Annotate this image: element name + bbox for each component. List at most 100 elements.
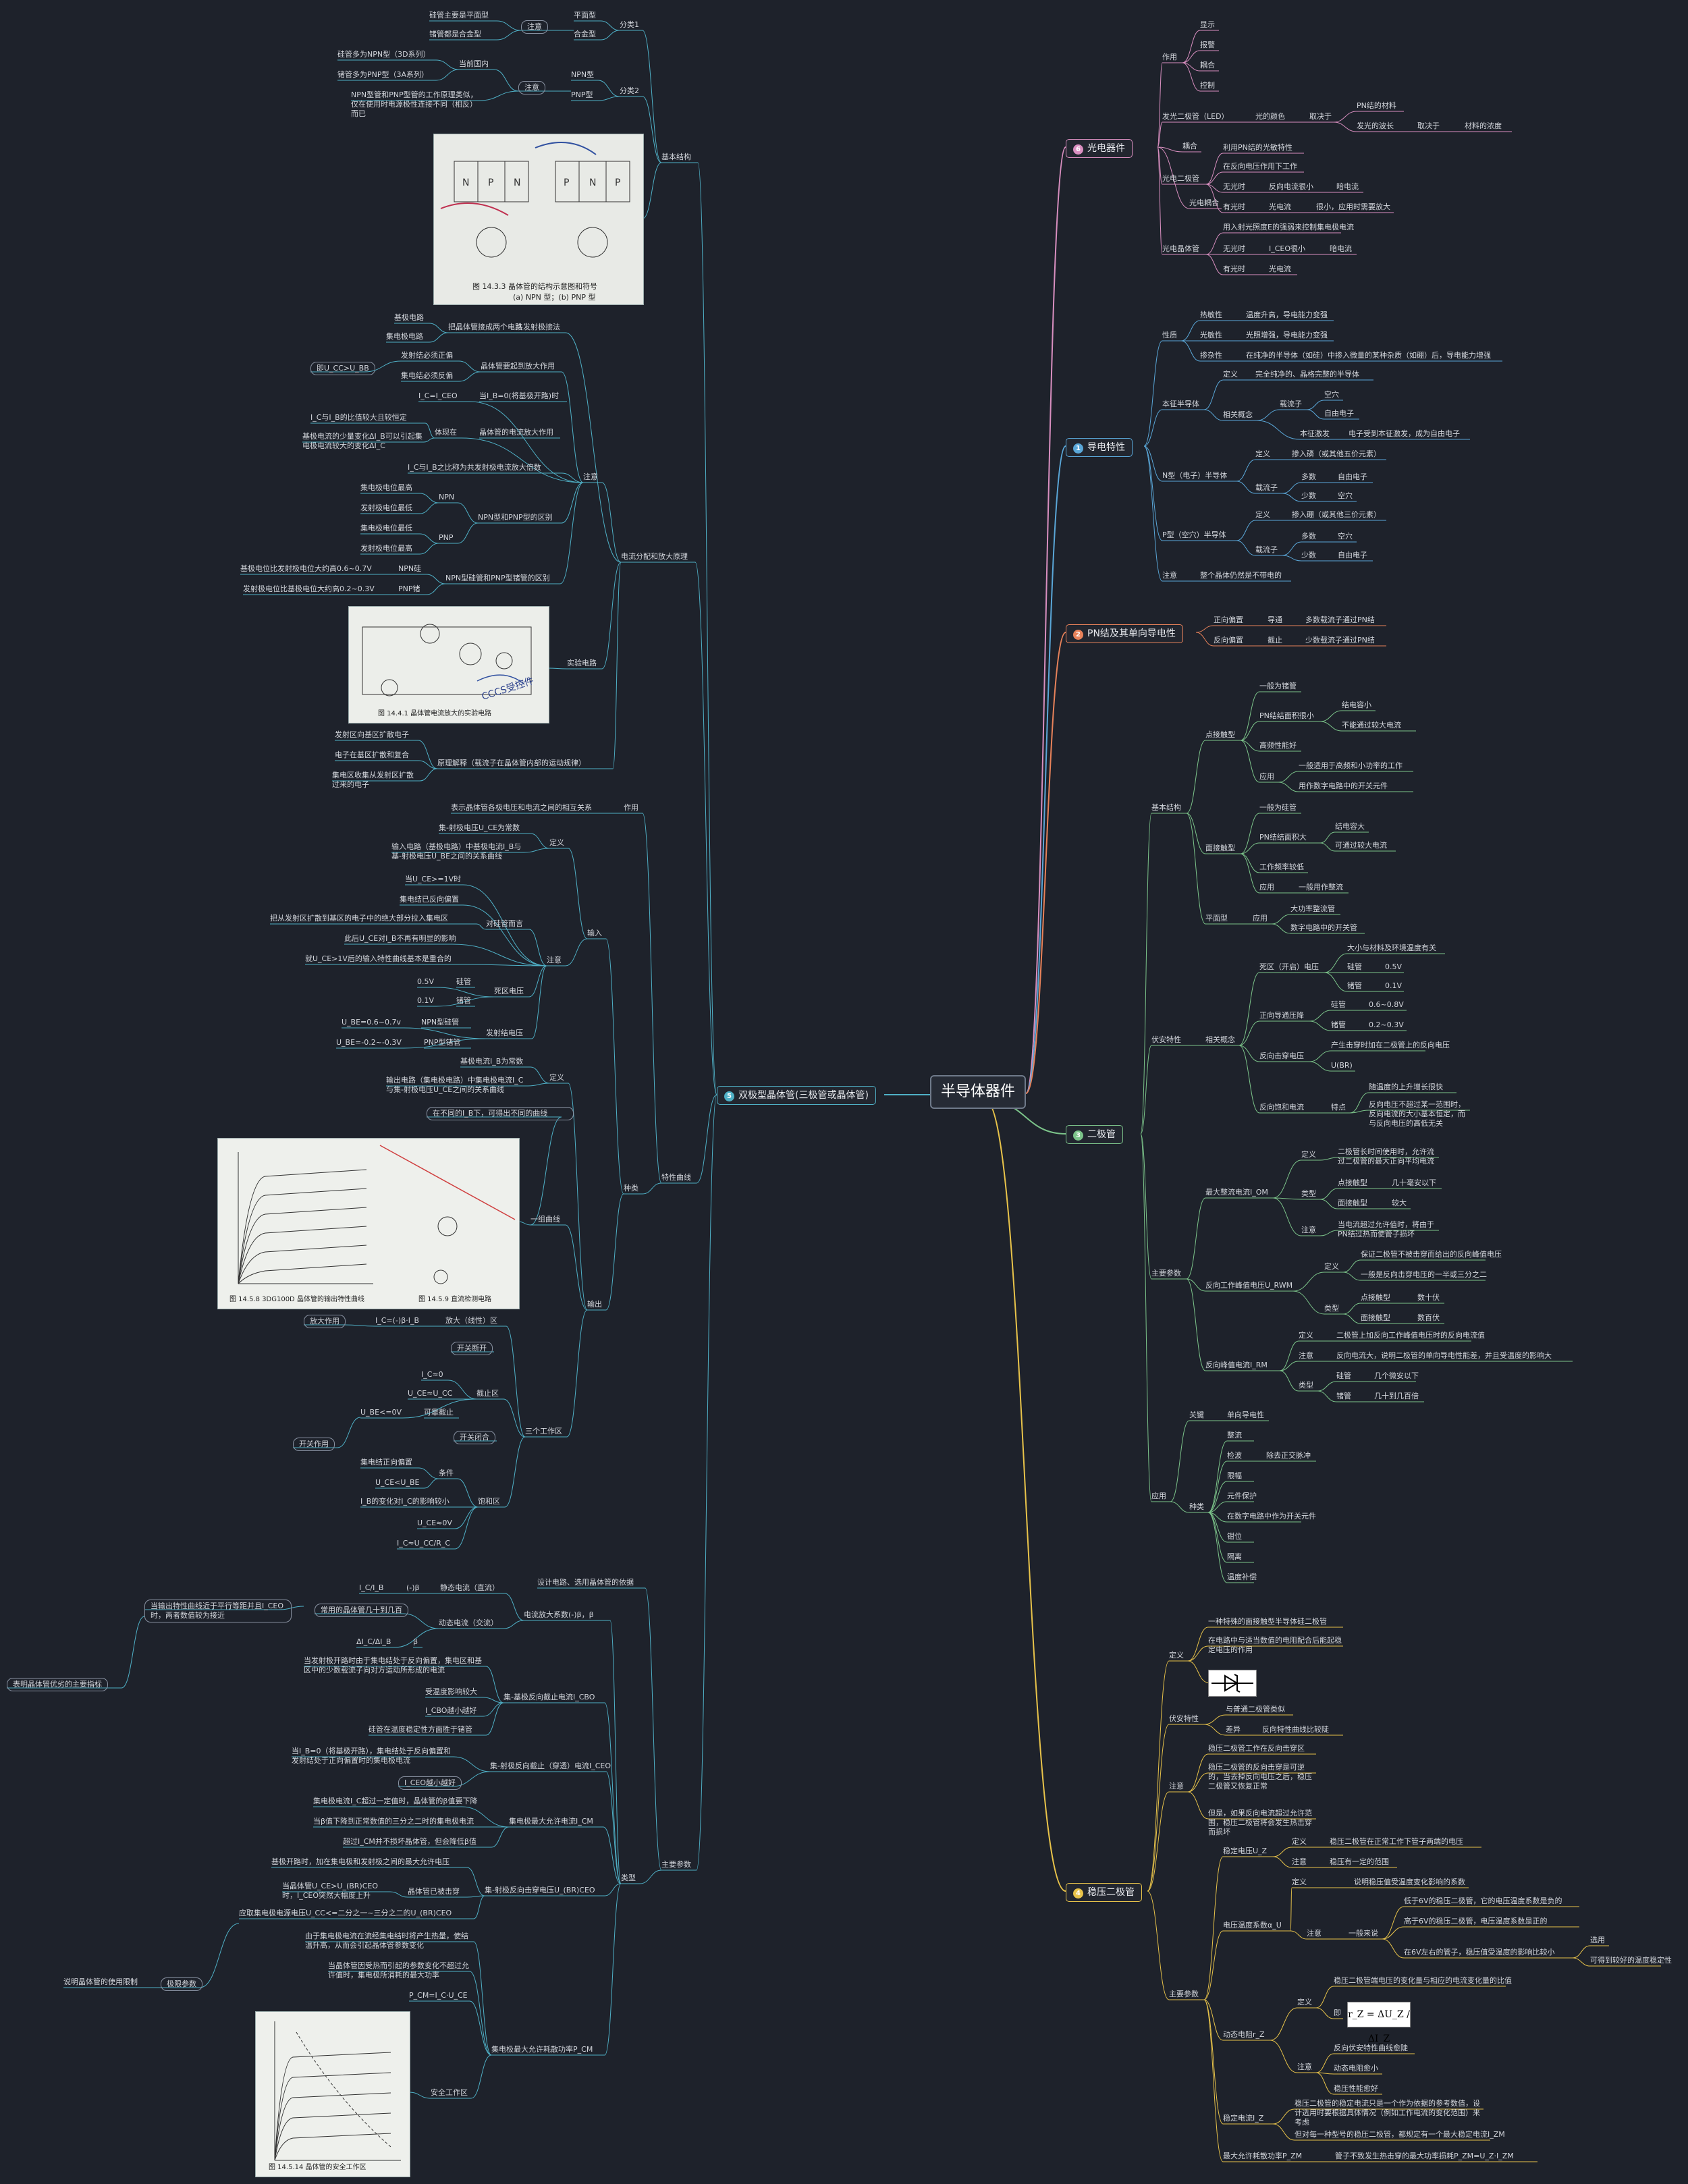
node-er-mc[interactable]: 面接触型 bbox=[1205, 844, 1235, 852]
node-san-sr_dy1[interactable]: 集-射极电压U_CE为常数 bbox=[439, 823, 520, 832]
node-dao-bzjf1[interactable]: 电子受到本征激发，成为自由电子 bbox=[1349, 429, 1460, 438]
node-san-bh21[interactable]: 集电结正向偏置 bbox=[360, 1458, 412, 1467]
node-er-sg[interactable]: 硅管 bbox=[1347, 962, 1362, 971]
node-san-sq11[interactable]: 硅管 bbox=[456, 977, 471, 986]
node-san-sc_dy1[interactable]: 基极电流I_B为常数 bbox=[460, 1057, 524, 1066]
node-guang-wg2[interactable]: 暗电流 bbox=[1336, 182, 1359, 191]
root-node[interactable]: 半导体器件 bbox=[930, 1075, 1027, 1109]
node-dao-pd[interactable]: 多数 bbox=[1301, 532, 1316, 541]
node-san-icbo2[interactable]: 受温度影响较大 bbox=[425, 1687, 477, 1696]
node-dao-c[interactable]: 掺杂性 bbox=[1200, 351, 1222, 360]
node-er-zl5[interactable]: 在数字电路中作为开关元件 bbox=[1227, 1512, 1316, 1521]
node-er-fg_lx11[interactable]: 数十伏 bbox=[1417, 1293, 1440, 1302]
node-er-mc2[interactable]: PN结结面积大 bbox=[1259, 833, 1307, 842]
node-san-dz[interactable]: 体现在 bbox=[435, 428, 457, 437]
node-er-pm1[interactable]: 应用 bbox=[1253, 914, 1268, 923]
node-wen-fa1[interactable]: 与普通二极管类似 bbox=[1226, 1705, 1285, 1714]
node-san-lx[interactable]: 类型 bbox=[621, 1874, 636, 1882]
node-er-dc21[interactable]: 结电容小 bbox=[1342, 701, 1371, 709]
node-san-ic[interactable]: I_C=I_CEO bbox=[418, 391, 458, 400]
node-san-icbo[interactable]: 集-基极反向截止电流I_CBO bbox=[503, 1693, 595, 1701]
node-er-gj1[interactable]: 单向导电性 bbox=[1227, 1411, 1264, 1419]
node-dao-nd1[interactable]: 自由电子 bbox=[1338, 472, 1367, 481]
node-san-icbo1[interactable]: 当发射极开路时由于集电结处于反向偏置，集电区和基区中的少数载流子向对方运动所形成… bbox=[304, 1656, 482, 1674]
node-er-zd_dy1[interactable]: 二极管长时间使用时，允许流过二极管的最大正向平均电流 bbox=[1338, 1147, 1434, 1166]
node-er-zl4[interactable]: 元件保护 bbox=[1227, 1492, 1257, 1500]
node-san-pcm1[interactable]: 由于集电极电流在流经集电结时将产生热量，使结温升高，从而会引起晶体管参数变化 bbox=[305, 1932, 468, 1950]
node-san-gsj11[interactable]: 基极电路 bbox=[394, 313, 424, 322]
node-wen-dz2[interactable]: 注意 bbox=[1297, 2063, 1312, 2071]
node-san-ubr1[interactable]: 基极开路时，加在集电极和发射极之间的最大允许电压 bbox=[271, 1857, 450, 1866]
node-san-fl2a[interactable]: NPN型 bbox=[571, 70, 595, 79]
node-san-sy[interactable]: 实验电路 bbox=[567, 659, 597, 667]
node-san-sr_zy5[interactable]: 就U_CE>1V后的输入特性曲线基本是重合的 bbox=[305, 954, 452, 963]
node-er-pm12[interactable]: 数字电路中的开关管 bbox=[1290, 923, 1357, 932]
node-wen-fa21[interactable]: 反向特性曲线比较陡 bbox=[1262, 1725, 1329, 1734]
node-pn-zx1[interactable]: 导通 bbox=[1268, 616, 1282, 624]
node-er-zd_lx2[interactable]: 面接触型 bbox=[1338, 1199, 1367, 1207]
node-guang-gdoh[interactable]: 光电耦合 bbox=[1189, 198, 1219, 207]
node-san-pnp[interactable]: PNP bbox=[439, 533, 454, 542]
node-wen-dz11[interactable]: 稳压二极管端电压的变化量与相应的电流变化量的比值 bbox=[1334, 1976, 1512, 1985]
node-san-dba[interactable]: 对硅管而言 bbox=[486, 919, 523, 928]
node-dao-dy[interactable]: 定义 bbox=[1223, 370, 1238, 379]
node-san-jz[interactable]: 截止区 bbox=[477, 1389, 499, 1398]
node-san-sq2[interactable]: 0.1V bbox=[417, 996, 435, 1005]
node-san-zy11[interactable]: 硅管主要是平面型 bbox=[429, 11, 489, 20]
node-er-zl6[interactable]: 钳位 bbox=[1227, 1532, 1242, 1541]
node-er-ff[interactable]: 反向峰值电流I_RM bbox=[1205, 1361, 1268, 1369]
node-er-zl7[interactable]: 隔离 bbox=[1227, 1552, 1242, 1561]
node-san-icm1[interactable]: 集电极电流I_C超过一定值时，晶体管的β值要下降 bbox=[313, 1797, 478, 1805]
node-dao-g[interactable]: 光敏性 bbox=[1200, 331, 1222, 339]
node-dao-c1[interactable]: 在纯净的半导体（如硅）中掺入微量的某种杂质（如硼）后，导电能力增强 bbox=[1246, 351, 1491, 360]
node-san-sq1[interactable]: 0.5V bbox=[417, 977, 435, 986]
node-san-gsj[interactable]: 共发射极接法 bbox=[516, 323, 560, 331]
node-guang-z2[interactable]: 报警 bbox=[1200, 40, 1215, 49]
node-wen-xs22[interactable]: 选用 bbox=[1590, 1936, 1605, 1944]
node-san-jxcs[interactable]: 极限参数 bbox=[161, 1977, 202, 1991]
node-san-gsj1[interactable]: 把晶体管接成两个电路 bbox=[448, 323, 522, 331]
node-guang-pt[interactable]: 光电晶体管 bbox=[1162, 244, 1199, 253]
node-san-icbo3[interactable]: I_CBO越小越好 bbox=[425, 1706, 477, 1715]
node-san-beta[interactable]: I_C与I_B之比称为共发射极电流放大倍数 bbox=[408, 463, 541, 472]
node-wen-dy1[interactable]: 一种特殊的面接触型半导体硅二极管 bbox=[1208, 1617, 1327, 1626]
node-dao-ps[interactable]: 少数 bbox=[1301, 551, 1316, 559]
node-san-iceo2[interactable]: I_CEO越小越好 bbox=[398, 1776, 462, 1790]
node-er-fg_lx2[interactable]: 面接触型 bbox=[1361, 1313, 1390, 1322]
node-er-td1[interactable]: 随温度的上升增长很快 bbox=[1369, 1083, 1443, 1091]
node-er-fxjc[interactable]: 反向击穿电压 bbox=[1259, 1052, 1304, 1060]
node-dao-bzjf[interactable]: 本征激发 bbox=[1300, 429, 1330, 438]
node-san-zy1[interactable]: 注意 bbox=[521, 20, 548, 34]
node-san-jt_1[interactable]: 静态电流（直流） bbox=[440, 1583, 499, 1592]
node-er-gj[interactable]: 关键 bbox=[1189, 1411, 1204, 1419]
node-san-zy_t[interactable]: 作用 bbox=[624, 803, 638, 812]
node-san-dz11[interactable]: I_C与I_B的比值较大且较恒定 bbox=[310, 413, 407, 422]
node-er-dc41[interactable]: 一般适用于高频和小功率的工作 bbox=[1299, 761, 1403, 770]
node-san-jz4[interactable]: U_BE<=0V bbox=[360, 1408, 402, 1417]
node-er-fg_dy[interactable]: 定义 bbox=[1324, 1262, 1339, 1271]
node-dao-xz[interactable]: 性质 bbox=[1162, 331, 1177, 339]
node-pn-zx2[interactable]: 多数载流子通过PN结 bbox=[1305, 616, 1375, 624]
node-san-npn[interactable]: NPN bbox=[439, 493, 455, 501]
node-pn-fx[interactable]: 反向偏置 bbox=[1214, 636, 1243, 645]
node-wen-wdl1[interactable]: 稳压二极管的稳定电流只是一个作为依据的参考数值，设计选用时要根据具体情况（例如工… bbox=[1295, 2099, 1480, 2127]
node-dao-zy2[interactable]: 注意 bbox=[1162, 571, 1177, 580]
node-san-npn2[interactable]: 发射极电位最低 bbox=[360, 503, 412, 512]
node-dao-pdy1[interactable]: 掺入硼（或其他三价元素） bbox=[1292, 510, 1381, 519]
node-dao-zlz[interactable]: 载流子 bbox=[1280, 400, 1302, 408]
node-san-jbjg[interactable]: 基本结构 bbox=[661, 153, 691, 161]
node-er-zd_lx11[interactable]: 几十毫安以下 bbox=[1392, 1178, 1436, 1187]
node-guang-yg2[interactable]: 很小，应用时需要放大 bbox=[1316, 202, 1390, 211]
node-wen-zycs[interactable]: 主要参数 bbox=[1169, 1990, 1199, 1998]
node-san-sr_dy2[interactable]: 输入电路（基极电路）中基极电流I_B与基-射极电压U_BE之间的关系曲线 bbox=[391, 842, 522, 861]
node-san-sr_zy2[interactable]: 集电结已反向偏置 bbox=[400, 895, 459, 904]
node-er-dc1[interactable]: 一般为锗管 bbox=[1259, 682, 1297, 690]
node-dao-zy[interactable]: 自由电子 bbox=[1324, 409, 1354, 418]
node-wen-xs211[interactable]: 低于6V的稳压二极管，它的电压温度系数是负的 bbox=[1404, 1896, 1562, 1905]
node-san-jt[interactable]: 晶体管要起到放大作用 bbox=[481, 362, 555, 371]
node-san-dt2[interactable]: β bbox=[413, 1637, 418, 1646]
